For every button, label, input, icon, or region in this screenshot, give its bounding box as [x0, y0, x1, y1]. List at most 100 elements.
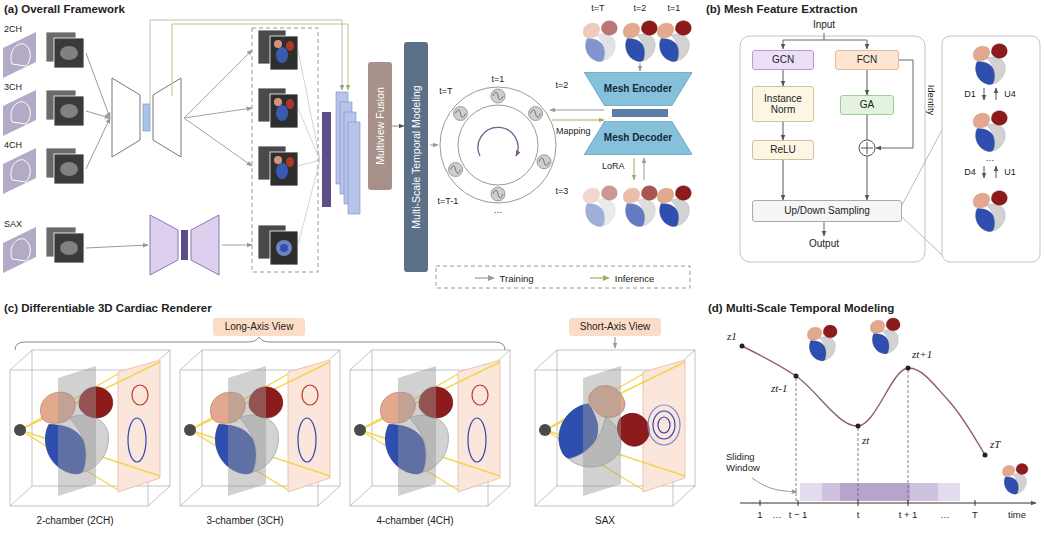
hierarchy-frame — [942, 36, 1040, 262]
right-ventricle — [819, 337, 835, 360]
mri-anatomy — [60, 162, 78, 176]
node-text: Instance Norm — [757, 93, 809, 116]
sliding-window — [840, 483, 910, 501]
panel-title: (a) Overall Framework — [4, 3, 125, 16]
annotation: time — [1008, 510, 1026, 521]
line — [86, 53, 110, 118]
latent-point — [794, 374, 799, 379]
bottleneck — [143, 104, 150, 131]
heart-mesh — [657, 186, 691, 227]
slice-plane — [58, 366, 96, 496]
annotation: t=T-1 — [438, 196, 459, 206]
render-scene — [180, 350, 340, 506]
line — [783, 40, 784, 49]
segmentation-mask — [280, 244, 288, 252]
node-text: Mesh Encoder — [604, 83, 672, 95]
contour — [653, 411, 675, 439]
annotation: t=2 — [634, 3, 647, 13]
phase-wave — [451, 166, 461, 174]
node-text: ReLU — [770, 144, 796, 156]
contour — [468, 418, 486, 462]
right-atrium — [991, 44, 1007, 59]
annotation: t=T — [591, 3, 604, 13]
legend-arrow-line — [590, 277, 604, 278]
line — [615, 337, 616, 348]
line — [742, 346, 985, 455]
view-plane — [3, 148, 36, 194]
view-plane — [3, 32, 36, 78]
phase-wave — [539, 158, 549, 166]
panel-title: (b) Mesh Feature Extraction — [706, 3, 857, 16]
left-atrium — [870, 320, 884, 333]
right-ventricle — [597, 199, 615, 226]
segmentation-mask — [276, 47, 288, 63]
annotation: t − 1 — [789, 510, 808, 521]
mri-slice — [54, 38, 84, 68]
node-text: Mesh Decoder — [604, 132, 672, 144]
legend-arrow-head — [603, 275, 610, 281]
sliding-window — [800, 483, 960, 501]
annotation: Identity — [926, 85, 937, 116]
latent-point — [906, 366, 911, 371]
camera — [184, 424, 196, 436]
line — [975, 500, 976, 506]
node-text: FCN — [857, 54, 878, 66]
contour — [128, 418, 146, 462]
annotation: 2CH — [4, 24, 22, 34]
line — [752, 478, 797, 492]
segmentation-mask — [276, 105, 288, 121]
flow-arrow — [392, 126, 404, 127]
bottleneck — [181, 230, 188, 260]
latent-label: zt-1 — [771, 382, 788, 395]
annotation: t=1 — [492, 74, 505, 84]
flow-arrow — [867, 115, 868, 200]
mri-anatomy — [60, 104, 78, 118]
line — [984, 88, 985, 100]
contour — [132, 385, 148, 405]
segmentation-slice — [270, 94, 298, 128]
line — [902, 130, 942, 205]
line — [86, 245, 148, 248]
line — [150, 20, 342, 104]
right-atrium — [641, 186, 657, 201]
annotation: Sliding Window — [726, 452, 776, 474]
annotation: SAX — [4, 219, 22, 229]
process-box: FCN — [835, 50, 899, 70]
process-box: GCN — [752, 50, 814, 70]
trapezoid-block: Mesh Decoder — [584, 121, 692, 155]
sliding-window — [822, 483, 938, 501]
line — [350, 486, 372, 506]
right-atrium — [641, 21, 657, 36]
heart-outline — [11, 44, 30, 66]
line — [640, 63, 641, 71]
segmentation-mask — [274, 98, 282, 106]
annotation: 3CH — [4, 82, 22, 92]
contour — [472, 385, 488, 405]
annotation: SAX — [595, 515, 615, 527]
node-text: Multi-Scale Temporal Modeling — [410, 85, 422, 228]
render-scene — [350, 350, 510, 506]
line — [298, 160, 320, 166]
phase-wave — [493, 190, 503, 198]
right-ventricle — [987, 204, 1005, 231]
cycle-arrow — [478, 127, 518, 156]
heart-mesh — [973, 44, 1007, 85]
line — [824, 33, 825, 40]
decoder — [191, 215, 219, 275]
right-ventricle — [597, 34, 615, 61]
right-atrium — [675, 186, 691, 201]
left-atrium — [623, 188, 639, 203]
line — [902, 217, 942, 255]
phase-wave — [455, 110, 465, 118]
feature-map — [348, 122, 360, 214]
left-atrium — [973, 193, 989, 208]
line — [172, 24, 348, 96]
slice-plane — [398, 366, 436, 496]
panel-title: (d) Multi-Scale Temporal Modeling — [708, 302, 894, 315]
line — [858, 428, 859, 503]
legend-arrow-head — [488, 275, 495, 281]
legend-arrow-sample — [589, 274, 611, 282]
right-ventricle — [882, 330, 898, 353]
node-text: Up/Down Sampling — [784, 205, 870, 217]
